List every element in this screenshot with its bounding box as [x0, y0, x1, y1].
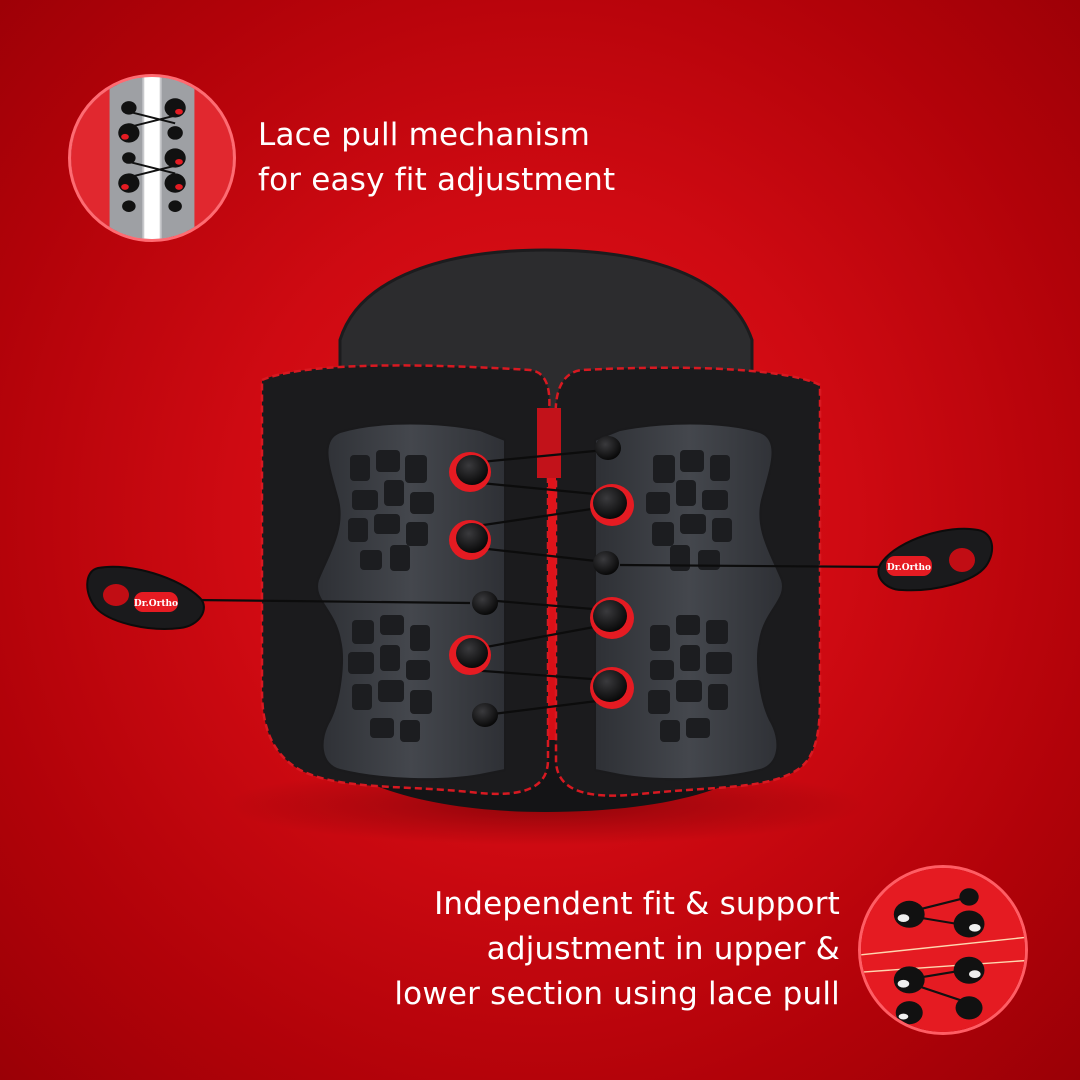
feature-line: Independent fit & support — [434, 886, 840, 922]
center-gap — [537, 408, 561, 478]
left-lace-buttons — [449, 452, 498, 727]
feature-line: adjustment in upper & — [486, 931, 840, 967]
feature-line: lower section using lace pull — [394, 976, 840, 1012]
right-plate — [594, 422, 784, 781]
left-pull-tab: Dr.Ortho — [86, 565, 205, 630]
laces — [194, 448, 891, 717]
right-lace-buttons — [590, 436, 634, 709]
feature-line: for easy fit adjustment — [258, 162, 616, 198]
right-tab-brand: Dr.Ortho — [887, 563, 931, 573]
feature-line: Lace pull mechanism — [258, 117, 591, 153]
right-pull-tab: Dr.Ortho — [877, 527, 994, 592]
left-tab-brand: Dr.Ortho — [134, 599, 178, 609]
lace-section-closeup-icon — [858, 865, 1028, 1035]
right-lattice — [646, 450, 732, 742]
left-lattice — [348, 450, 434, 742]
feature-independent-adjustment-text: Independent fit & support adjustment in … — [394, 882, 840, 1017]
feature-lace-pull-text: Lace pull mechanism for easy fit adjustm… — [258, 113, 615, 203]
lace-pull-closeup-icon — [68, 74, 236, 242]
